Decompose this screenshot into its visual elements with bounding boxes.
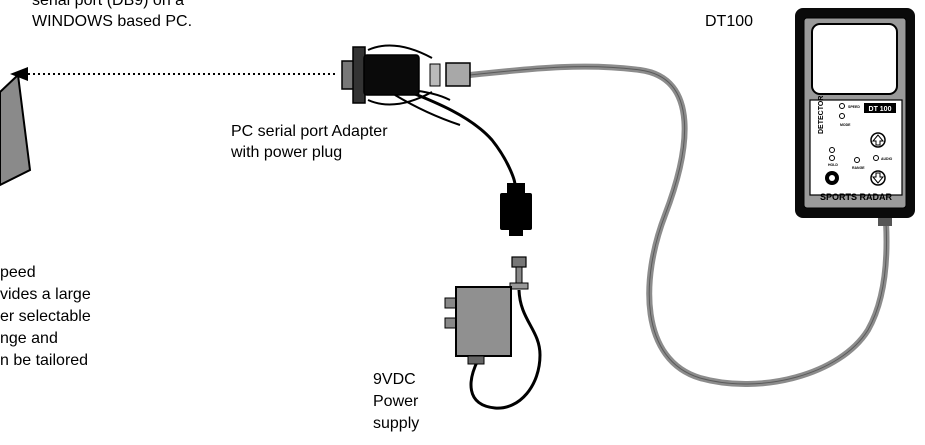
side-text-line4: nge and bbox=[0, 330, 58, 347]
device-brand: DETECTOR bbox=[818, 96, 825, 134]
power-supply-caption-line2: Power bbox=[373, 393, 419, 410]
up-arrow-button-icon[interactable] bbox=[870, 132, 886, 148]
arrow-head-icon bbox=[10, 67, 28, 81]
device-footer: SPORTS RADAR bbox=[820, 192, 893, 202]
wall-adapter bbox=[444, 286, 512, 365]
serial-cable-edge bbox=[469, 66, 888, 385]
side-text-line2: vides a large bbox=[0, 286, 91, 303]
side-text-line1: peed bbox=[0, 264, 36, 281]
adapter-caption-line1: PC serial port Adapter bbox=[231, 123, 388, 140]
device-name-label: DT100 bbox=[705, 13, 754, 30]
adapter-caption-line2: with power plug bbox=[231, 144, 343, 161]
device-label-mode: MODE bbox=[840, 123, 851, 127]
device-label-speed: SPEED bbox=[848, 105, 860, 109]
side-text-line3: er selectable bbox=[0, 308, 91, 325]
side-text-line5: n be tailored bbox=[0, 352, 89, 369]
power-plug bbox=[509, 256, 529, 290]
device-model: DT 100 bbox=[869, 106, 892, 113]
adapter-power-cable bbox=[404, 88, 517, 186]
power-supply-caption-line3: supply bbox=[373, 415, 420, 432]
barrel-plug bbox=[500, 183, 532, 236]
down-arrow-button-icon[interactable] bbox=[870, 170, 886, 186]
windows-pc-note-line1: serial port (DB9) on a bbox=[32, 0, 185, 9]
db9-adapter bbox=[341, 44, 471, 106]
windows-pc-note-line2: WINDOWS based PC. bbox=[32, 13, 193, 30]
dt100-device: DETECTOR DT 100 SPEED MODE HOLD RANGE AU… bbox=[795, 8, 915, 226]
device-label-hold: HOLD bbox=[828, 163, 838, 167]
pc-shape bbox=[0, 72, 32, 187]
power-supply-caption-line1: 9VDC bbox=[373, 371, 416, 388]
device-label-audio: AUDIO bbox=[881, 157, 893, 161]
device-label-range: RANGE bbox=[852, 166, 865, 170]
adapter-cable-2 bbox=[394, 94, 461, 126]
